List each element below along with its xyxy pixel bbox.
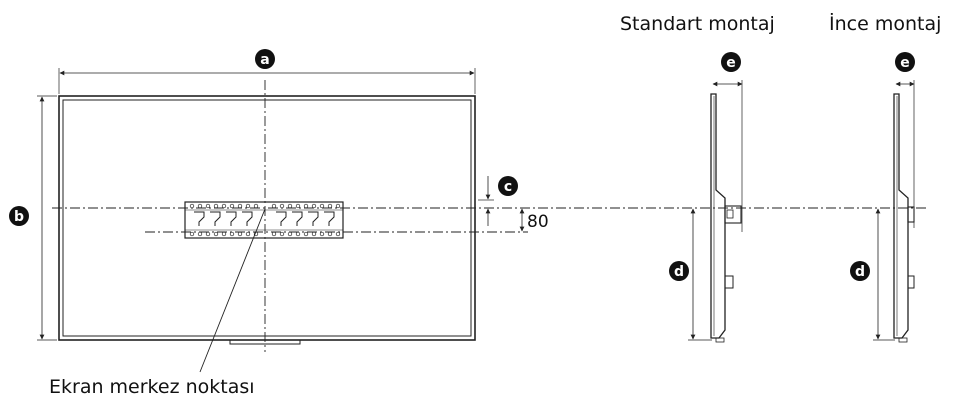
svg-text:d: d: [674, 264, 684, 280]
front-view: 80 a b c Ekran merkez noktası: [9, 49, 928, 398]
slim-mount-title: İnce montaj: [829, 12, 941, 35]
badge-e-slim: e: [895, 52, 915, 72]
wall-bracket-standard: [724, 205, 742, 224]
svg-text:e: e: [726, 55, 736, 71]
screen-inner-frame: [62, 99, 472, 337]
badge-a: a: [255, 49, 275, 69]
screen-outer-frame: [58, 95, 476, 341]
badge-e-standard: e: [721, 52, 741, 72]
svg-text:e: e: [900, 55, 910, 71]
stand-nub-slim: [907, 275, 915, 289]
svg-text:b: b: [14, 209, 24, 225]
panel-profile-standard: [710, 93, 726, 339]
side-view-standard: Standart montaj e d: [620, 13, 775, 343]
badge-d-slim: d: [850, 261, 870, 281]
badge-b: b: [9, 206, 29, 226]
svg-text:a: a: [260, 52, 269, 68]
badge-d-standard: d: [669, 261, 689, 281]
stand-nub-standard: [724, 275, 734, 289]
svg-text:d: d: [855, 264, 865, 280]
center-point-leader: [199, 208, 266, 373]
badge-c: c: [498, 176, 518, 196]
svg-text:c: c: [504, 179, 512, 195]
standard-mount-title: Standart montaj: [620, 13, 775, 35]
side-view-slim: İnce montaj e d: [829, 12, 941, 343]
wall-bracket-slim: [907, 206, 915, 223]
dimension-80-label: 80: [527, 212, 549, 232]
panel-profile-slim: [893, 93, 909, 339]
mounting-bracket: [184, 201, 344, 239]
center-point-label: Ekran merkez noktası: [49, 376, 255, 398]
